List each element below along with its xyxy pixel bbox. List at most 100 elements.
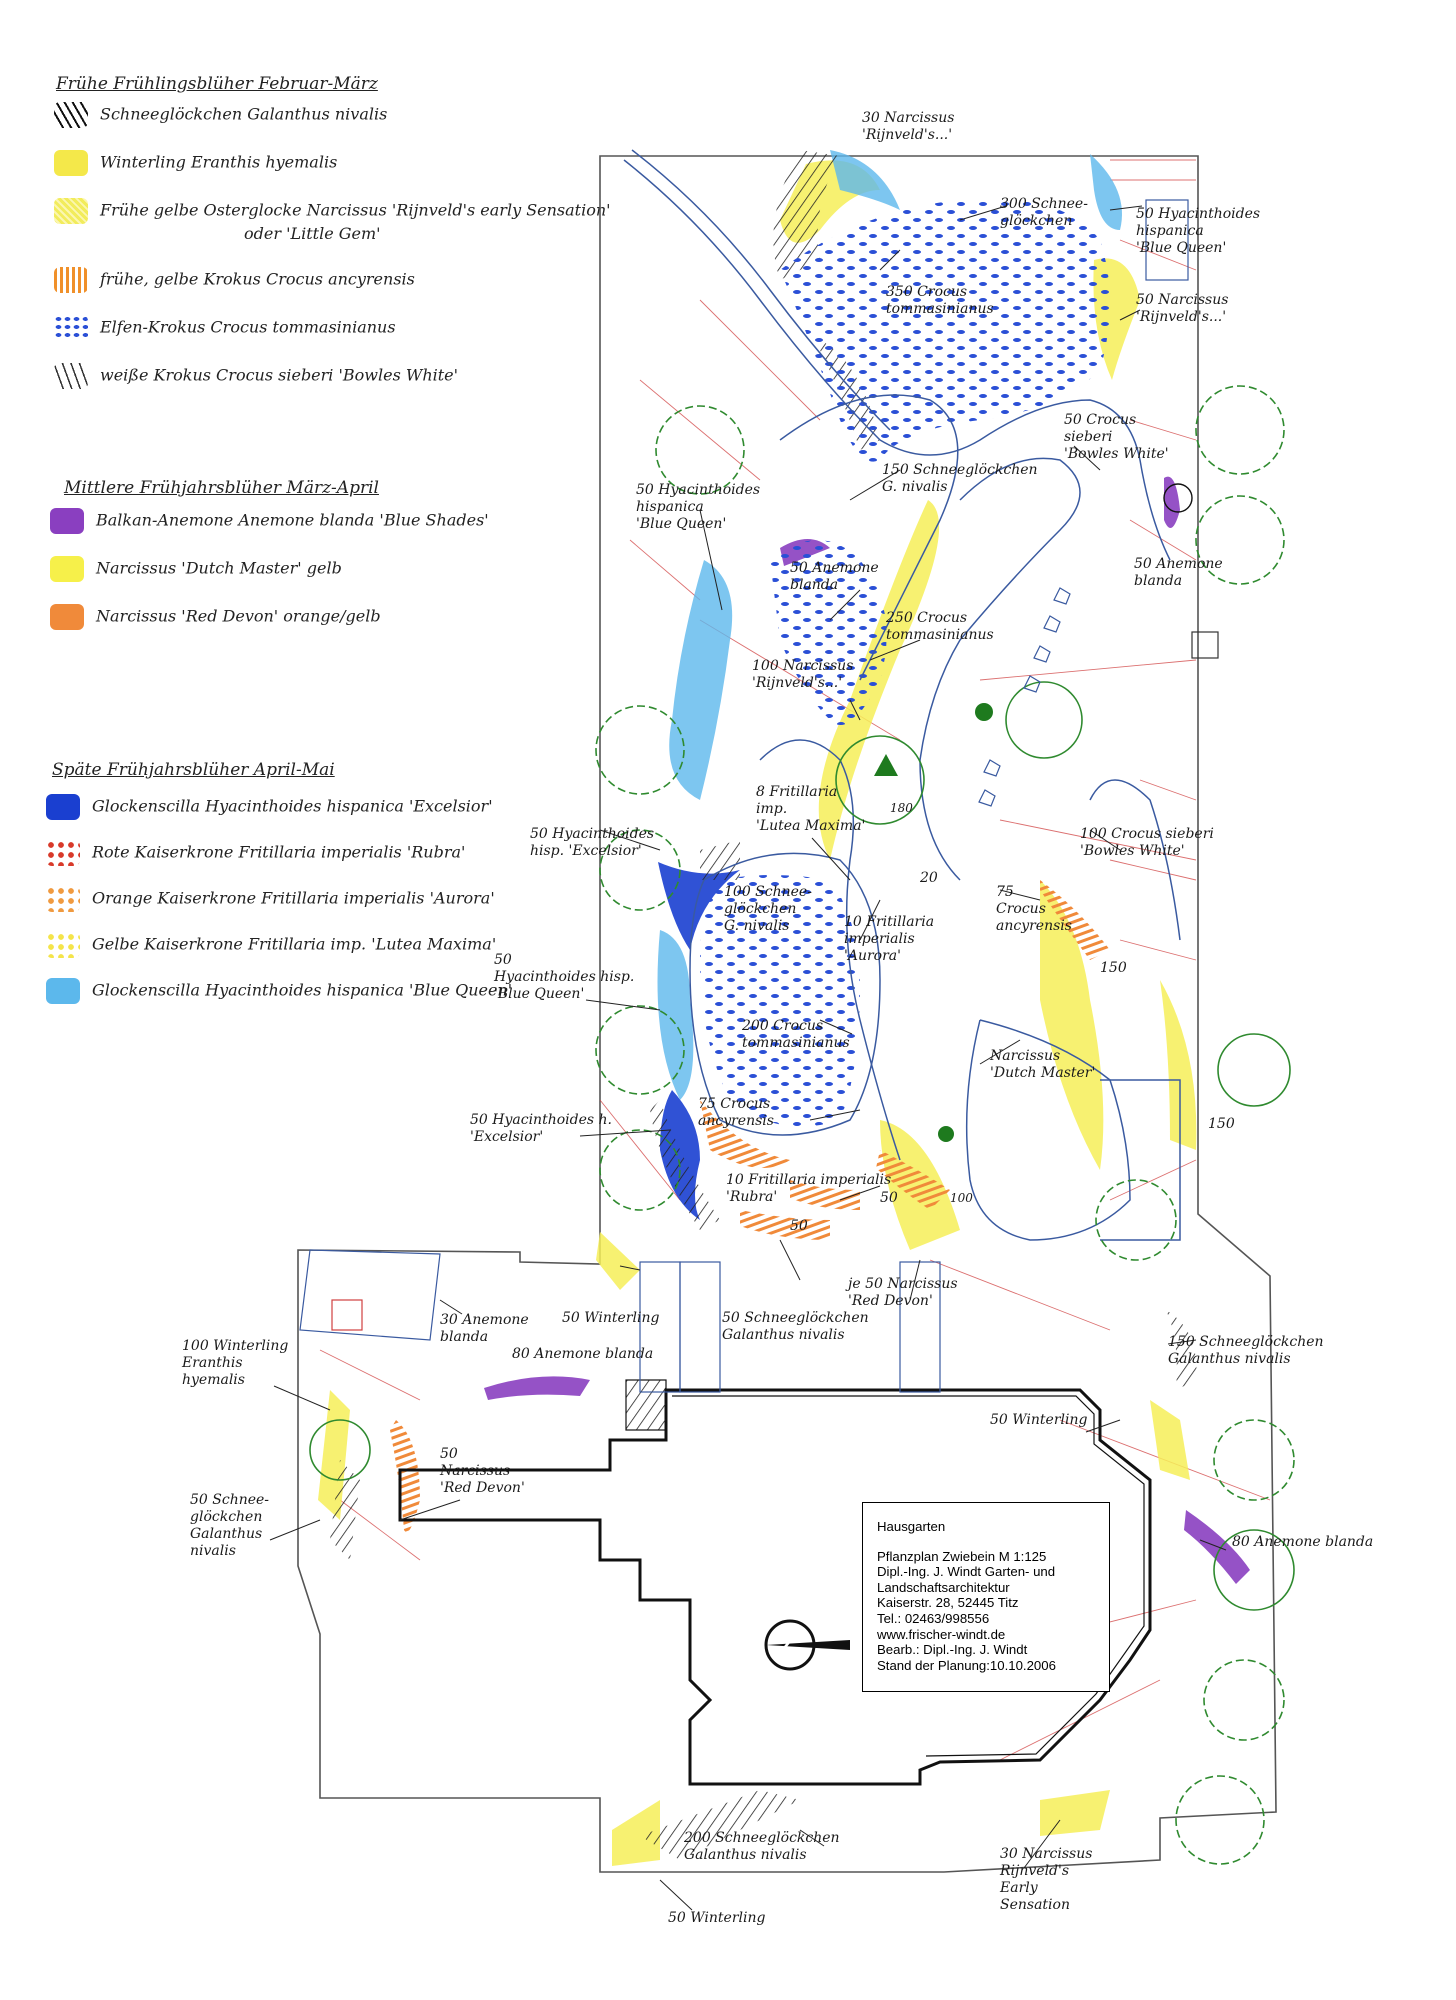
annotation: 30 Narcissus 'Rijnveld's...' [862,110,955,143]
color-swatch [54,150,88,176]
plan-number: 150 [1100,960,1127,976]
legend-heading-late: Späte Frühjahrsblüher April-Mai [52,760,335,780]
title-block: Hausgarten Pflanzplan Zwiebein M 1:125 D… [862,1502,1110,1692]
legend-item: Narcissus 'Dutch Master' gelb [50,556,489,582]
legend-heading-early: Frühe Frühlingsblüher Februar-März [56,74,378,94]
color-swatch [46,978,80,1004]
garden-paths [623,149,1181,1241]
hatch-swatch [54,363,88,389]
color-swatch [46,932,80,958]
annotation: 350 Crocus tommasinianus [886,284,994,317]
legend-label: Gelbe Kaiserkrone Fritillaria imp. 'Lute… [92,934,497,954]
color-swatch [50,604,84,630]
annotation: 50 Winterling [668,1910,766,1926]
legend-item: Schneeglöckchen Galanthus nivalis [54,102,611,128]
project-name: Hausgarten [877,1519,946,1534]
hatch-swatch [54,102,88,128]
annotation: 100 Schnee- glöckchen G. nivalis [724,884,812,934]
plan-number: 50 [790,1218,808,1234]
north-arrow: Z [764,1619,850,1671]
legend-label: Schneeglöckchen Galanthus nivalis [100,104,388,124]
legend-item: Frühe gelbe Osterglocke Narcissus 'Rijnv… [54,198,611,243]
annotation: 100 Winterling Eranthis hyemalis [182,1338,289,1388]
annotation: 30 Narcissus Rijnveld's Early Sensation [1000,1846,1093,1913]
tree-dot [1163,483,1193,513]
annotation: 50 Winterling [990,1412,1088,1428]
annotation: 50 Winterling [562,1310,660,1326]
address: Kaiserstr. 28, 52445 Titz [877,1595,1019,1611]
svg-text:Z: Z [780,1633,793,1658]
annotation: 150 Schneeglöckchen G. nivalis [882,462,1038,495]
legend-label: Narcissus 'Red Devon' orange/gelb [96,606,381,626]
plan-number: 150 [1208,1116,1235,1132]
annotation: 8 Fritillaria imp. 'Lutea Maxima' [756,784,866,834]
plan-number: 100 [950,1191,973,1205]
legend-item: Glockenscilla Hyacinthoides hispanica 'E… [46,794,512,820]
annotation: 200 Schneeglöckchen Galanthus nivalis [684,1830,840,1863]
color-swatch [54,198,88,224]
annotation: 75 Crocus ancyrensis [996,884,1072,934]
color-swatch [54,315,88,341]
color-swatch [54,267,88,293]
annotation: 50 Anemone blanda [790,560,879,593]
color-swatch [46,840,80,866]
annotation: 50 Anemone blanda [1134,556,1223,589]
legend-label: weiße Krokus Crocus sieberi 'Bowles Whit… [100,365,459,385]
square-marker [1191,631,1219,659]
stepping-stones [978,587,1071,807]
annotation: 100 Narcissus 'Rijnveld's...' [752,658,854,691]
orange-beds [390,880,1110,1532]
plan-title: Pflanzplan Zwiebein M 1:125 [877,1548,1047,1564]
annotation: 50 Hyacinthoides hisp. 'Excelsior' [530,826,655,859]
color-swatch [50,508,84,534]
legend-heading-middle: Mittlere Frühjahrsblüher März-April [64,478,379,498]
legend-label: Balkan-Anemone Anemone blanda 'Blue Shad… [96,510,489,530]
legend-label: Glockenscilla Hyacinthoides hispanica 'B… [92,980,513,1000]
property-boundary [297,155,1277,1873]
legend-item: Rote Kaiserkrone Fritillaria imperialis … [46,840,512,866]
telephone: Tel.: 02463/998556 [877,1610,990,1626]
legend-label: Rote Kaiserkrone Fritillaria imperialis … [92,842,466,862]
legend-list-late: Glockenscilla Hyacinthoides hispanica 'E… [46,794,512,1004]
plan-number: 50 [880,1190,898,1206]
legend-label: Frühe gelbe Osterglocke Narcissus 'Rijnv… [100,200,611,220]
annotation: 10 Fritillaria imperialis 'Rubra' [726,1172,892,1205]
legend-item: weiße Krokus Crocus sieberi 'Bowles Whit… [54,363,611,389]
legend-label: Narcissus 'Dutch Master' gelb [96,558,342,578]
annotation: 50 Narcissus 'Red Devon' [440,1446,525,1496]
legend-list-middle: Balkan-Anemone Anemone blanda 'Blue Shad… [50,508,489,630]
annotation: 80 Anemone blanda [512,1346,654,1362]
annotation: 250 Crocus tommasinianus [886,610,994,643]
plan-date: Stand der Planung:10.10.2006 [877,1657,1056,1673]
annotation: 10 Fritillaria imperialis 'Aurora' [844,914,935,964]
legend-label: Orange Kaiserkrone Fritillaria imperiali… [92,888,495,908]
conifer-symbol [874,754,898,776]
legend-label: Glockenscilla Hyacinthoides hispanica 'E… [92,796,493,816]
legend-list-early: Schneeglöckchen Galanthus nivalis Winter… [54,102,611,389]
annotation: 50 Hyacinthoides hisp. 'Blue Queen' [494,952,635,1002]
annotation: 50 Hyacinthoides hispanica 'Blue Queen' [1136,206,1261,256]
blue-rect-marker [1145,199,1189,281]
legend-item: Narcissus 'Red Devon' orange/gelb [50,604,489,630]
annotation: 100 Crocus sieberi 'Bowles White' [1080,826,1214,859]
annotation: 50 Narcissus 'Rijnveld's...' [1136,292,1229,325]
trees [309,385,1295,1865]
legend-item: Gelbe Kaiserkrone Fritillaria imp. 'Lute… [46,932,512,958]
annotation: 150 Schneeglöckchen Galanthus nivalis [1168,1334,1324,1367]
color-swatch [46,794,80,820]
annotation: 80 Anemone blanda [1232,1534,1374,1550]
annotation: 50 Hyacinthoides h. 'Excelsior' [470,1112,612,1145]
office-line: Dipl.-Ing. J. Windt Garten- und [877,1564,1056,1580]
office-line-2: Landschaftsarchitektur [877,1579,1010,1595]
annotation: 50 Schneeglöckchen Galanthus nivalis [722,1310,869,1343]
legend-item: frühe, gelbe Krokus Crocus ancyrensis [54,267,611,293]
legend-item: Winterling Eranthis hyemalis [54,150,611,176]
legend-item: Orange Kaiserkrone Fritillaria imperiali… [46,886,512,912]
legend-label: Elfen-Krokus Crocus tommasinianus [100,317,396,337]
annotation: 75 Crocus ancyrensis [698,1096,774,1129]
legend-item: Glockenscilla Hyacinthoides hispanica 'B… [46,978,512,1004]
editor: Bearb.: Dipl.-Ing. J. Windt [877,1642,1028,1658]
annotation: 300 Schnee- glöckchen [1000,196,1088,229]
blue-queen-beds [657,150,1122,1100]
annotation: je 50 Narcissus 'Red Devon' [848,1276,958,1309]
